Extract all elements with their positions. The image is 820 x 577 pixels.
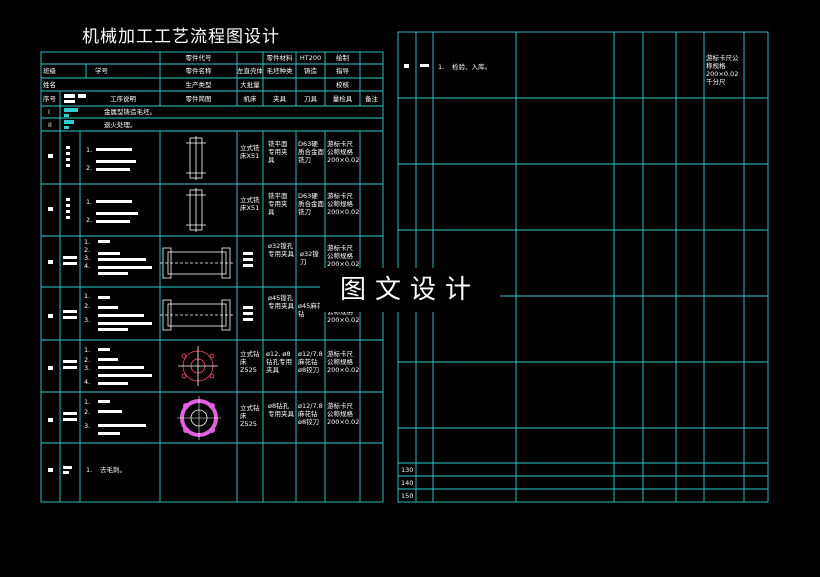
row-desc: 去毛刺。 — [100, 466, 126, 474]
row-number: 140 — [401, 479, 414, 487]
part-sketch-6 — [177, 396, 221, 440]
step: 4. — [84, 378, 91, 386]
cell-tool: ø45麻花钻 — [298, 302, 324, 318]
step: 1. — [84, 292, 91, 300]
cell-fixture: ø12, ø8钻孔专用夹具 — [266, 350, 292, 374]
watermark: 图文设计 — [320, 268, 500, 312]
col-sketch: 零件简图 — [185, 95, 212, 103]
step: 2. — [84, 356, 91, 364]
hdr-instructor: 指导 — [336, 67, 349, 75]
step: 2. — [84, 246, 91, 254]
col-seq: 序号 — [43, 95, 56, 103]
hdr-production-type: 生产类型 — [185, 81, 212, 89]
hdr-mass: 大批量 — [240, 81, 260, 89]
part-sketch-5 — [178, 346, 218, 386]
hdr-drawn: 绘制 — [336, 54, 349, 62]
col-desc: 工序说明 — [110, 95, 136, 103]
step: 4. — [84, 262, 91, 270]
row-seq: II — [48, 121, 52, 129]
step: 2. — [84, 408, 91, 416]
col-remark: 备注 — [365, 95, 378, 103]
cell-machine: 立式钻床Z525 — [240, 350, 260, 374]
cell-tool: ø12/7.8麻花钻ø8铰刀 — [298, 350, 323, 374]
hdr-part-name-value: 左直壳体 — [237, 67, 263, 75]
cell-gauge: 游标卡尺公称规格200×0.02 — [327, 140, 360, 164]
row-number: 130 — [401, 466, 414, 474]
hdr-blank-type: 毛坯种类 — [266, 67, 293, 75]
cell-tool: ø32镗刀 — [300, 250, 319, 266]
hdr-part-name: 零件名称 — [185, 67, 212, 75]
cell-fixture: ø45镗孔专用夹具 — [268, 294, 294, 310]
step: 2. — [86, 164, 93, 172]
cell-gauge: 游标卡尺公称规格200×0.02 — [327, 402, 360, 426]
step: 1. — [84, 398, 91, 406]
step: 1. — [86, 146, 93, 154]
row-number: 150 — [401, 492, 414, 500]
col-machine: 机床 — [243, 95, 257, 103]
row-seq: I — [48, 108, 50, 116]
part-sketch-4 — [160, 299, 234, 331]
cell-fixture: 铣平面专用夹具 — [268, 192, 288, 216]
cell-machine: 立式钻床Z525 — [240, 404, 260, 428]
step: 3. — [84, 364, 91, 372]
step: 1. — [86, 466, 93, 474]
hdr-casting: 铸造 — [304, 67, 317, 75]
hdr-material-value: HT200 — [299, 54, 322, 62]
step: 1. — [84, 238, 91, 246]
cell-machine: 立式铣床X51 — [240, 196, 260, 212]
cell-fixture: ø32镗孔专用夹具 — [268, 242, 294, 258]
col-fixture: 夹具 — [273, 95, 286, 103]
step: 3. — [84, 254, 91, 262]
hdr-review: 校核 — [336, 81, 349, 89]
page-title: 机械加工工艺流程图设计 — [82, 27, 280, 47]
hdr-class: 班级 — [43, 67, 56, 75]
cell-fixture: 铣平面专用夹具 — [268, 140, 288, 164]
row-desc: 退火处理。 — [104, 121, 137, 129]
hdr-name: 姓名 — [43, 81, 56, 89]
hdr-student-no: 学号 — [95, 67, 108, 75]
cell-machine: 立式铣床X51 — [240, 144, 260, 160]
right-step: 1. — [438, 63, 445, 71]
cell-tool: D63硬质合金面铣刀 — [298, 192, 324, 216]
cell-gauge: 游标卡尺公称规格200×0.02 — [327, 350, 360, 374]
cell-fixture: ø8钻孔专用夹具 — [268, 402, 294, 418]
cell-gauge: 游标卡尺公称规格200×0.02 — [327, 244, 360, 268]
hdr-part-code: 零件代号 — [185, 54, 212, 62]
cell-gauge: 游标卡尺公称规格200×0.02 — [327, 192, 360, 216]
cell-tool: ø12/7.8麻花钻ø8铰刀 — [298, 402, 323, 426]
col-gauge: 量检具 — [332, 95, 353, 103]
step: 1. — [86, 198, 93, 206]
col-tool: 刀具 — [304, 95, 317, 103]
part-sketch-1 — [186, 136, 206, 180]
right-gauge: 游标卡尺公称规格200×0.02千分尺 — [706, 54, 739, 86]
hdr-material: 零件材料 — [266, 54, 293, 62]
step: 2. — [86, 216, 93, 224]
part-sketch-3 — [160, 247, 234, 279]
step: 3. — [84, 316, 91, 324]
step: 1. — [84, 346, 91, 354]
step: 3. — [84, 422, 91, 430]
step: 2. — [84, 302, 91, 310]
part-sketch-2 — [186, 188, 206, 232]
right-desc: 检验、入库。 — [452, 63, 491, 71]
row-desc: 金属型铸造毛坯。 — [104, 108, 156, 116]
cell-tool: D63硬质合金面铣刀 — [298, 140, 324, 164]
